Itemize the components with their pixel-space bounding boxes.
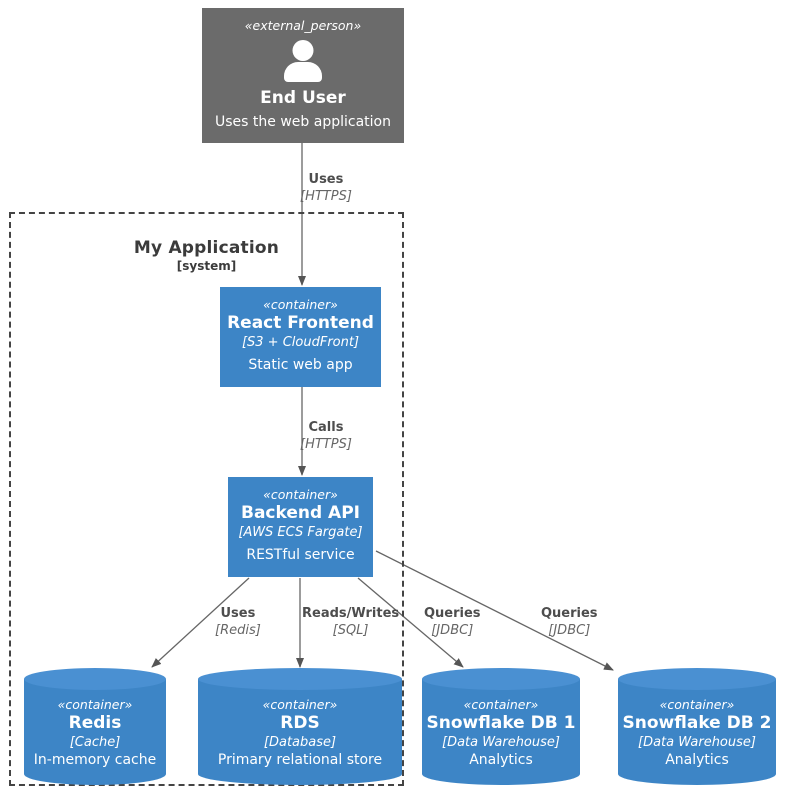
backend-api-title: Backend API	[240, 503, 361, 523]
snowflake-db-2-header: «container» Snowflake DB 2 [Data Warehou…	[623, 668, 772, 751]
snowflake-db-1-cylinder-top	[422, 668, 580, 690]
system-boundary-my-application	[9, 212, 404, 786]
snowflake-db-1-stereotype: «container»	[463, 697, 539, 712]
system-boundary-label: My Application [system]	[9, 238, 404, 274]
edge-label-user-to-frontend-text: Uses	[308, 172, 344, 187]
rds-content: «container» RDS [Database] Primary relat…	[198, 668, 402, 785]
node-end-user[interactable]: «external_person» End User Uses the web …	[202, 8, 404, 143]
backend-api-description: RESTful service	[246, 547, 355, 563]
redis-stereotype: «container»	[57, 697, 133, 712]
system-boundary-name: My Application	[133, 238, 280, 258]
node-snowflake-db-1[interactable]: «container» Snowflake DB 1 [Data Warehou…	[422, 668, 580, 785]
edge-label-backend-to-redis-tech: [Redis]	[215, 623, 261, 638]
rds-title: RDS	[280, 713, 320, 733]
redis-content: «container» Redis [Cache] In-memory cach…	[24, 668, 166, 785]
react-frontend-description: Static web app	[248, 357, 353, 373]
node-react-frontend[interactable]: «container» React Frontend [S3 + CloudFr…	[220, 287, 381, 387]
edge-label-backend-to-snowflake-2: Queries [JDBC]	[541, 605, 598, 639]
system-boundary-tech: [system]	[176, 259, 237, 273]
node-rds[interactable]: «container» RDS [Database] Primary relat…	[198, 668, 402, 785]
react-frontend-title: React Frontend	[227, 313, 374, 333]
rds-cylinder-body	[198, 679, 402, 774]
snowflake-db-1-description: Analytics	[469, 752, 533, 768]
snowflake-db-2-content: «container» Snowflake DB 2 [Data Warehou…	[618, 668, 776, 785]
node-redis[interactable]: «container» Redis [Cache] In-memory cach…	[24, 668, 166, 785]
edge-label-frontend-to-backend: Calls [HTTPS]	[300, 419, 352, 453]
rds-cylinder-top	[198, 668, 402, 690]
edge-label-user-to-frontend-tech: [HTTPS]	[300, 189, 352, 204]
edge-label-backend-to-snowflake-1: Queries [JDBC]	[424, 605, 481, 639]
snowflake-db-2-description: Analytics	[665, 752, 729, 768]
snowflake-db-2-cylinder-body	[618, 679, 776, 774]
person-icon	[281, 40, 325, 83]
backend-api-stereotype: «container»	[263, 487, 338, 502]
rds-cylinder-shape	[198, 668, 402, 785]
redis-title: Redis	[68, 713, 122, 733]
snowflake-db-2-tech: [Data Warehouse]	[638, 735, 756, 750]
snowflake-db-1-cylinder-shape	[422, 668, 580, 785]
edge-label-frontend-to-backend-text: Calls	[308, 420, 344, 435]
redis-tech: [Cache]	[69, 735, 121, 750]
edge-label-frontend-to-backend-tech: [HTTPS]	[300, 437, 352, 452]
node-snowflake-db-2[interactable]: «container» Snowflake DB 2 [Data Warehou…	[618, 668, 776, 785]
redis-cylinder-top	[24, 668, 166, 690]
edge-label-backend-to-snowflake-2-text: Queries	[541, 606, 598, 621]
end-user-title: End User	[260, 87, 346, 108]
redis-description: In-memory cache	[33, 752, 157, 768]
snowflake-db-1-cylinder-body	[422, 679, 580, 774]
edge-label-backend-to-snowflake-2-tech: [JDBC]	[548, 623, 591, 638]
rds-description: Primary relational store	[217, 752, 383, 768]
rds-tech: [Database]	[263, 735, 337, 750]
snowflake-db-2-cylinder-shape	[618, 668, 776, 785]
edge-label-backend-to-rds-text: Reads/Writes	[302, 606, 400, 621]
redis-cylinder-shape	[24, 668, 166, 785]
rds-header: «container» RDS [Database]	[263, 668, 338, 751]
edge-label-user-to-frontend: Uses [HTTPS]	[300, 171, 352, 205]
snowflake-db-1-tech: [Data Warehouse]	[442, 735, 560, 750]
snowflake-db-2-stereotype: «container»	[659, 697, 735, 712]
redis-cylinder-body	[24, 679, 166, 774]
redis-header: «container» Redis [Cache]	[58, 668, 133, 751]
snowflake-db-2-cylinder-top	[618, 668, 776, 690]
end-user-stereotype: «external_person»	[244, 18, 362, 33]
person-icon-head	[292, 40, 314, 62]
backend-api-tech: [AWS ECS Fargate]	[238, 525, 363, 540]
rds-stereotype: «container»	[262, 697, 338, 712]
edge-label-backend-to-snowflake-1-tech: [JDBC]	[431, 623, 474, 638]
snowflake-db-1-content: «container» Snowflake DB 1 [Data Warehou…	[422, 668, 580, 785]
edge-label-backend-to-redis: Uses [Redis]	[215, 605, 261, 639]
edge-label-backend-to-snowflake-1-text: Queries	[424, 606, 481, 621]
react-frontend-stereotype: «container»	[263, 297, 338, 312]
snowflake-db-1-title: Snowflake DB 1	[426, 713, 576, 733]
end-user-description: Uses the web application	[215, 113, 391, 130]
snowflake-db-1-header: «container» Snowflake DB 1 [Data Warehou…	[427, 668, 576, 751]
person-icon-body	[284, 62, 322, 83]
node-backend-api[interactable]: «container» Backend API [AWS ECS Fargate…	[228, 477, 373, 577]
edge-label-backend-to-redis-text: Uses	[220, 606, 256, 621]
backend-api-header: «container» Backend API [AWS ECS Fargate…	[228, 477, 373, 541]
edge-label-backend-to-rds: Reads/Writes [SQL]	[302, 605, 399, 639]
react-frontend-header: «container» React Frontend [S3 + CloudFr…	[220, 287, 381, 351]
edge-label-backend-to-rds-tech: [SQL]	[332, 623, 369, 638]
react-frontend-tech: [S3 + CloudFront]	[241, 335, 360, 350]
snowflake-db-2-title: Snowflake DB 2	[622, 713, 772, 733]
